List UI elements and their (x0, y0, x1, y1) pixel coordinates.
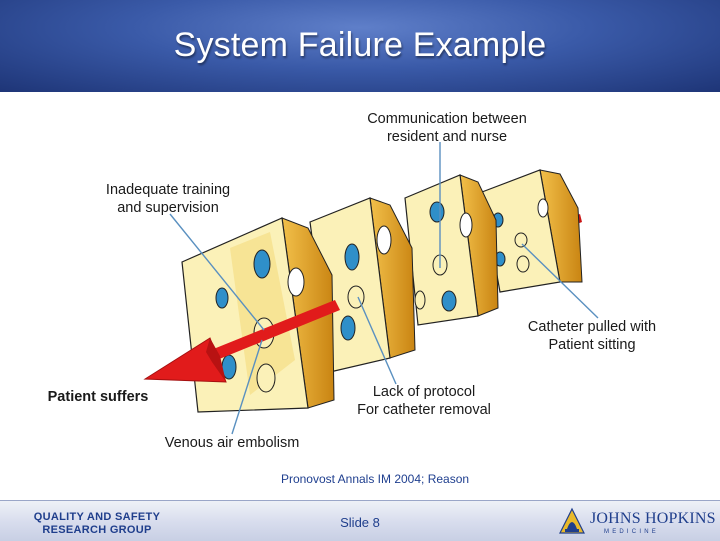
label-communication: Communication between resident and nurse (367, 111, 527, 145)
citation: Pronovost Annals IM 2004; Reason (280, 472, 470, 486)
label-inadequate-training: Inadequate training and supervision (105, 182, 231, 216)
johns-hopkins-logo-subtext: MEDICINE (604, 529, 659, 535)
footer: QUALITY AND SAFETY RESEARCH GROUP Slide … (0, 500, 720, 541)
failure-arrow (143, 300, 340, 383)
johns-hopkins-logo-text: JOHNS HOPKINS (590, 510, 716, 527)
label-catheter-pulled: Catheter pulled with Patient sitting (527, 319, 657, 353)
footer-group-name: QUALITY AND SAFETY RESEARCH GROUP (33, 511, 161, 536)
pointer-lines (169, 142, 599, 435)
label-venous-air-embolism: Venous air embolism (164, 435, 300, 451)
swiss-cheese-diagram (143, 142, 599, 435)
slide-title: System Failure Example (173, 26, 547, 64)
label-lack-of-protocol: Lack of protocol For catheter removal (357, 384, 491, 418)
label-patient-suffers: Patient suffers (47, 389, 149, 405)
johns-hopkins-dome-icon (559, 507, 585, 534)
title-bar: System Failure Example (0, 0, 720, 92)
cheese-slice-3 (404, 174, 499, 326)
slide-number: Slide 8 (340, 515, 380, 530)
